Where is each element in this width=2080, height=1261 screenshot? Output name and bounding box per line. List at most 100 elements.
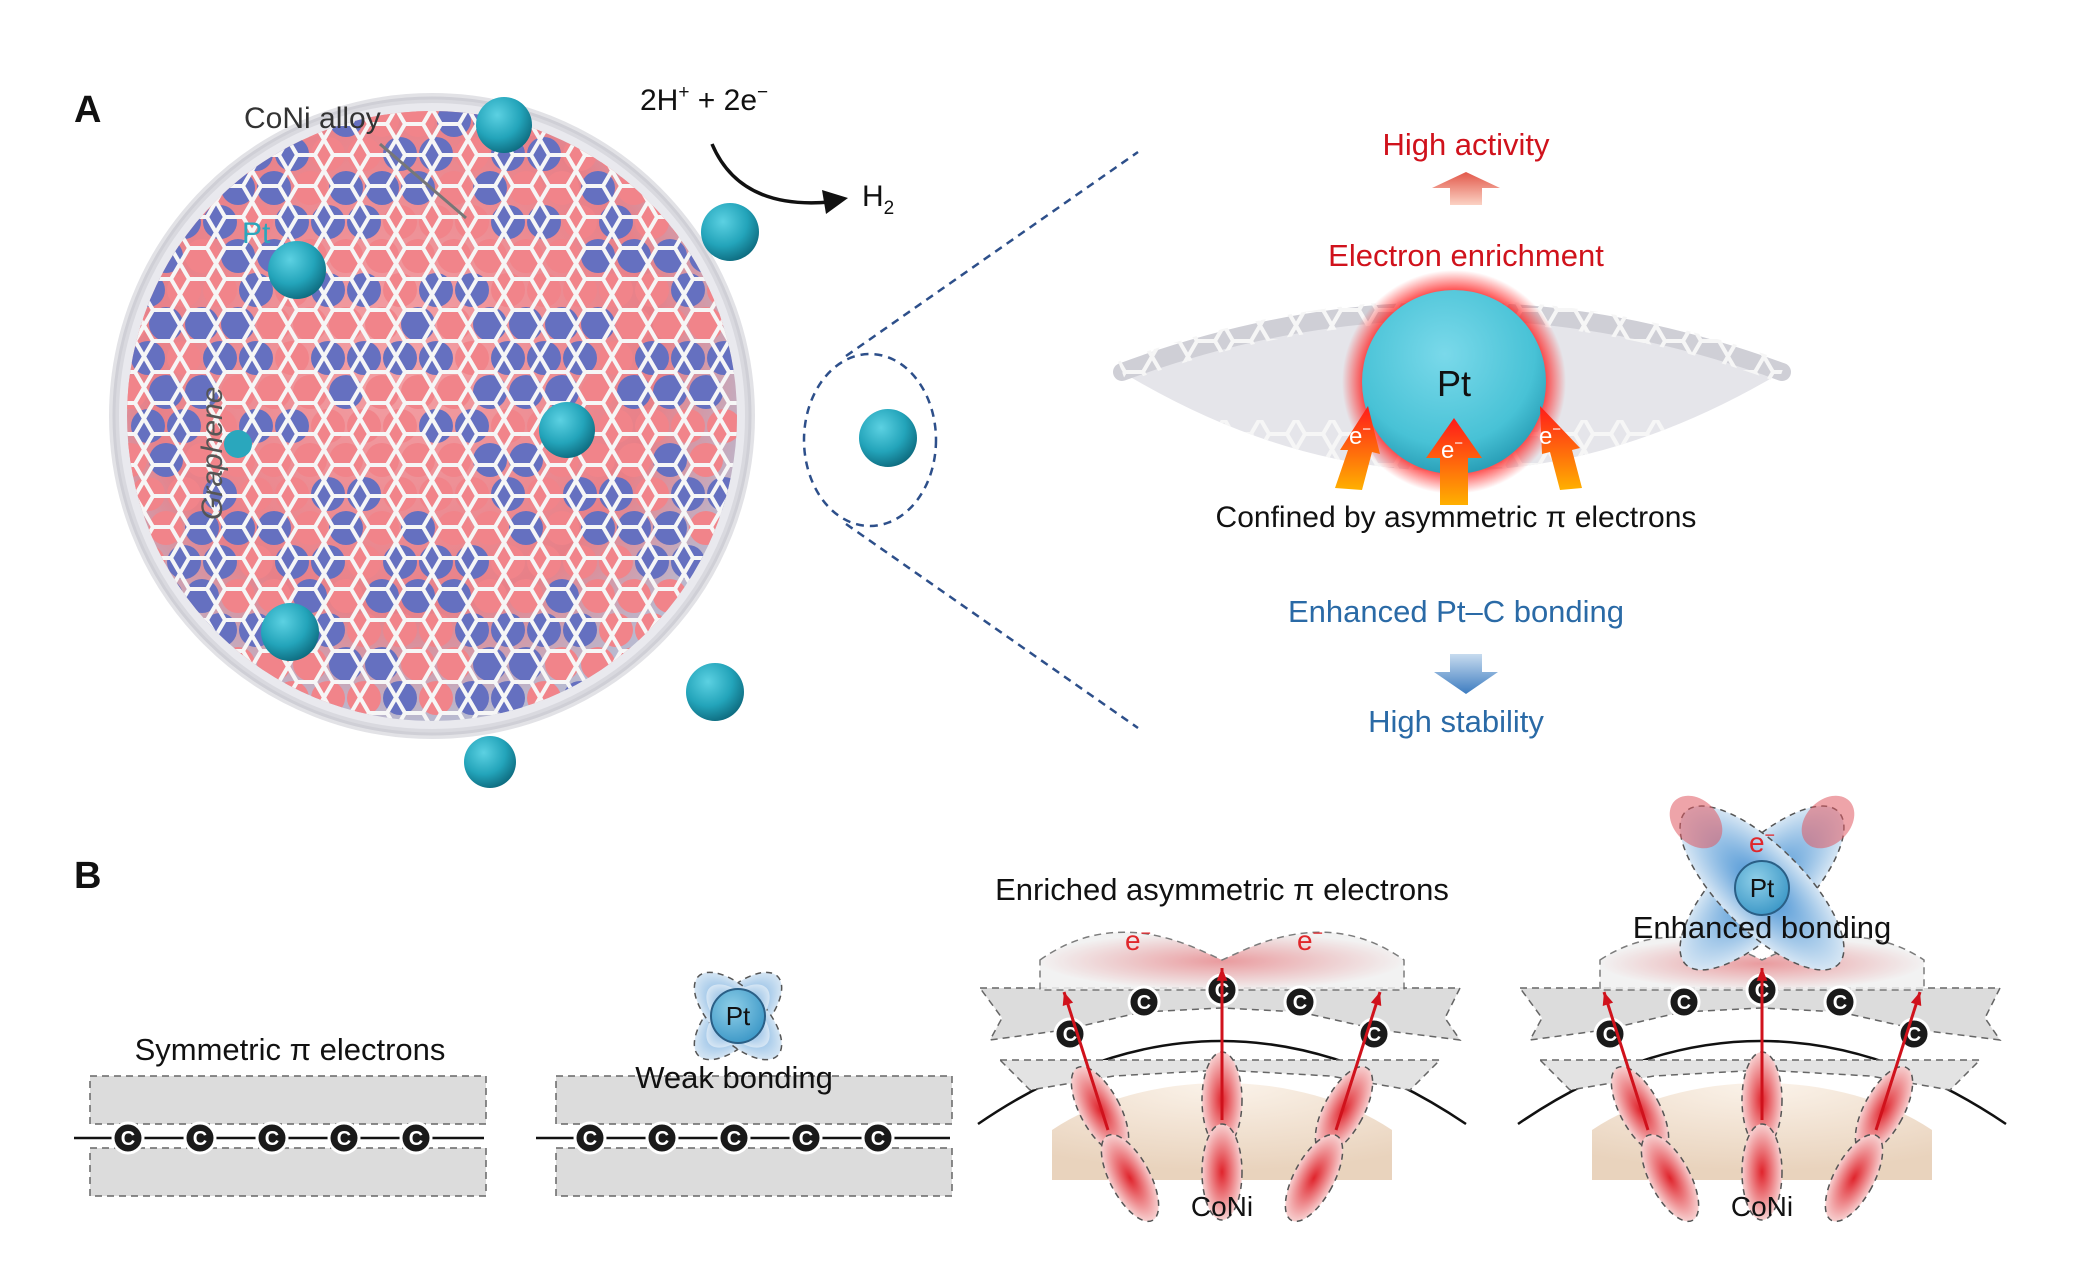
carbon-label: C — [1367, 1024, 1381, 1046]
carbon-label: C — [1677, 992, 1691, 1014]
carbon-atom — [861, 1121, 895, 1155]
arrowhead — [1910, 992, 1922, 1006]
pt-atom — [261, 603, 319, 661]
carbon-atom — [255, 1121, 289, 1155]
alloy-atom — [149, 171, 183, 205]
arrowhead — [1602, 992, 1614, 1006]
pt-atom — [539, 402, 595, 458]
pi-band-top — [89, 1075, 487, 1125]
reaction-arrowhead — [822, 190, 848, 214]
polarization-arrow — [1874, 991, 1922, 1131]
alloy-atom — [131, 205, 165, 239]
pt-atom — [686, 663, 744, 721]
pt-atoms-on-particle — [224, 97, 917, 788]
electron-label: e− — [1349, 421, 1371, 450]
pt-atom — [1734, 860, 1790, 916]
coni-leader-line — [379, 142, 467, 220]
polarization-arrow — [1602, 991, 1650, 1131]
alloy-atom — [127, 647, 147, 681]
electron-arrow — [1426, 418, 1482, 505]
polarization-arrow — [1334, 991, 1382, 1131]
carbon-label: C — [655, 1128, 669, 1150]
carbon-atom — [1667, 985, 1701, 1019]
confined-label: Confined by asymmetric π electrons — [1216, 501, 1697, 534]
reaction-reactants: 2H+ + 2e− — [640, 82, 768, 117]
carbon-label: C — [121, 1128, 135, 1150]
weak-bonding-label: Weak bonding — [635, 1060, 833, 1095]
alloy-atom — [149, 647, 183, 681]
carbon-atom — [717, 1121, 751, 1155]
electron-cloud — [1039, 931, 1405, 991]
arrowhead — [1062, 992, 1074, 1006]
carbon-atom — [1897, 1017, 1931, 1051]
alloy-atom — [167, 137, 201, 171]
alloy-atom — [671, 137, 705, 171]
pi-band-bottom — [89, 1147, 487, 1197]
pz-orbital-lobe — [1100, 1133, 1160, 1223]
arrowhead — [1370, 992, 1382, 1006]
enriched-label: Enriched asymmetric π electrons — [995, 872, 1449, 907]
pz-orbitals — [1610, 1051, 1914, 1223]
up-arrow — [1432, 172, 1500, 205]
alloy-atom — [127, 171, 147, 205]
carbon-label: C — [583, 1128, 597, 1150]
pt-atom — [859, 409, 917, 467]
carbon-atom — [1283, 985, 1317, 1019]
arrowhead — [1216, 968, 1228, 981]
pz-orbital-lobe — [1640, 1133, 1700, 1223]
alloy-atom — [131, 681, 165, 715]
carbon-label: C — [871, 1128, 885, 1150]
carbon-label: C — [1063, 1024, 1077, 1046]
alloy-atom — [653, 647, 687, 681]
pt-atom — [268, 241, 326, 299]
carbon-label: C — [265, 1128, 279, 1150]
pt-atom — [464, 736, 516, 788]
electron-label: e− — [1749, 825, 1775, 858]
electron-label: e− — [1125, 923, 1151, 956]
carbon-atom — [1823, 985, 1857, 1019]
pt-atom — [476, 97, 532, 153]
alloy-atom — [689, 171, 723, 205]
pi-band-lower — [998, 1059, 1442, 1091]
carbon-label: C — [1293, 992, 1307, 1014]
pi-band-lower — [1538, 1059, 1982, 1091]
electron-label: e− — [1539, 421, 1561, 450]
alloy-atom — [149, 111, 183, 137]
carbon-atom — [789, 1121, 823, 1155]
coni-label: CoNi — [1191, 1191, 1253, 1222]
carbon-label: C — [1603, 1024, 1617, 1046]
coni-label: CoNi — [1731, 1191, 1793, 1222]
carbon-atom — [111, 1121, 145, 1155]
carbon-atom — [1127, 985, 1161, 1019]
electron-label: e− — [1441, 435, 1463, 464]
carbon-label: C — [1137, 992, 1151, 1014]
zoom-line-top — [845, 150, 1139, 358]
pt-d-orbitals: Pt — [693, 971, 783, 1061]
alloy-atom — [127, 239, 147, 273]
electron-arrow — [1335, 406, 1380, 490]
electron-enrichment-label: Electron enrichment — [1328, 238, 1604, 273]
pi-band-bottom — [555, 1147, 953, 1197]
big-pt-label: Pt — [1437, 363, 1471, 404]
carbon-label: C — [799, 1128, 813, 1150]
pz-orbitals — [1070, 1051, 1374, 1223]
carbon-atom — [645, 1121, 679, 1155]
carbon-label: C — [1907, 1024, 1921, 1046]
carbon-atom — [327, 1121, 361, 1155]
alloy-atom — [185, 111, 219, 137]
polarization-arrows — [1062, 968, 1382, 1131]
carbon-atom — [183, 1121, 217, 1155]
graphene-shell — [127, 111, 737, 721]
enhanced-bonding-label: Enhanced bonding — [1633, 910, 1892, 945]
pi-band-upper — [1518, 987, 2002, 1041]
carbon-label: C — [193, 1128, 207, 1150]
electron-arrow — [1540, 406, 1582, 490]
alloy-atom — [127, 111, 147, 137]
carbon-label: C — [337, 1128, 351, 1150]
pt-label: Pt — [242, 217, 271, 250]
pt-d-orbitals-enhanced: Pt e− — [1669, 795, 1855, 971]
graphene-label: Graphene — [196, 387, 229, 520]
